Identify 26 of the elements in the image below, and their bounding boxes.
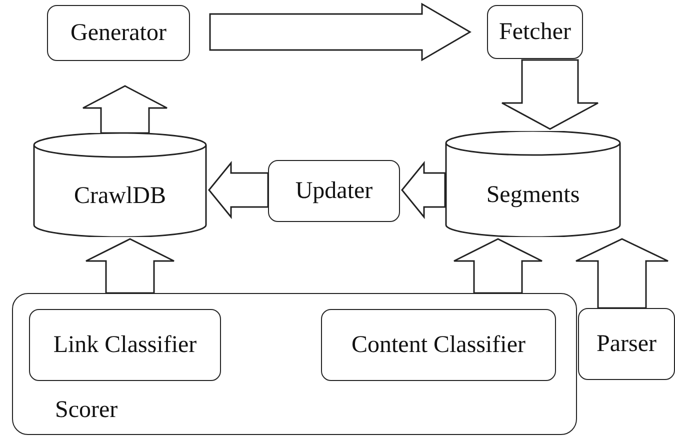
group-label: Scorer [55,397,118,424]
process-box [321,309,556,381]
process-box [487,5,583,59]
node-label: Segments [486,182,580,208]
block-arrow [208,160,269,220]
group-box [12,293,577,435]
node-label: Content Classifier [352,332,526,358]
block-arrow [575,238,669,309]
process-box [578,308,675,380]
node-label: Updater [295,178,373,204]
node-label: Parser [596,330,656,358]
block-arrow [209,2,472,62]
node-label: CrawlDB [74,182,166,210]
node-label: Link Classifier [53,332,197,358]
process-box [47,5,190,61]
database-cylinder [445,131,621,237]
process-box [268,160,400,222]
process-box [29,309,221,381]
block-arrow [82,85,168,134]
database-cylinder [33,133,207,237]
block-arrow [453,238,543,294]
block-arrow [85,238,175,294]
block-arrow [401,160,446,220]
node-label: Fetcher [499,18,571,46]
block-arrow [501,59,599,130]
node-label: Generator [70,20,166,46]
